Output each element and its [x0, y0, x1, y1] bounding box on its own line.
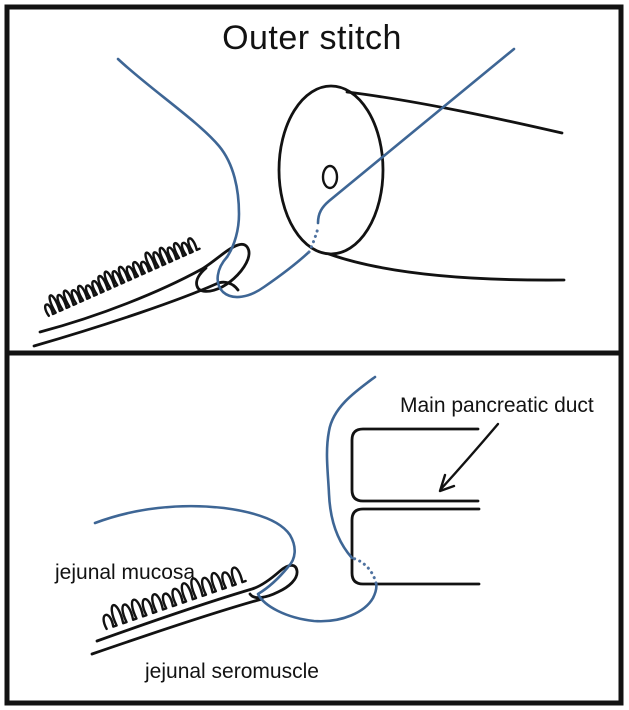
duct-arrow	[438, 422, 500, 493]
mucosa-zigzag-bottom	[102, 566, 247, 631]
pancreas-upper-lobe	[350, 427, 480, 503]
suture-wrap-segment	[93, 504, 378, 623]
suture-descending-segment	[116, 57, 241, 259]
jejunal-wall-outer-top	[32, 280, 240, 348]
jejunal-wall-inner-bottom	[95, 563, 299, 643]
jejunal-mucosa-label: jejunal mucosa	[54, 561, 195, 584]
jejunum-bottom	[90, 563, 299, 656]
suture-thread-top	[116, 47, 516, 299]
pancreas-lower-lobe	[350, 507, 481, 586]
top-panel: Outer stitch	[32, 19, 566, 348]
jejunum-top	[32, 237, 251, 348]
bottom-panel-frame	[4, 350, 624, 706]
jejunal-wall-outer-bottom	[90, 597, 264, 656]
duct-arrow-shaft	[439, 422, 500, 491]
suture-ascending-segment	[325, 375, 377, 560]
jejunal-wall-inner-top	[38, 242, 251, 334]
suture-hidden-dotted-segment	[307, 226, 320, 254]
panel-title: Outer stitch	[222, 19, 402, 57]
pancreas-body-top-outline	[345, 90, 564, 135]
top-panel-frame	[4, 4, 624, 356]
mucosa-zigzag-top	[44, 237, 201, 318]
suture-thread-bottom	[93, 375, 378, 623]
pancreatic-duct-opening	[321, 164, 339, 190]
main-pancreatic-duct-label: Main pancreatic duct	[400, 394, 594, 417]
suture-exit-segment	[316, 47, 516, 225]
pancreas-side-view	[350, 427, 481, 586]
pancreas-stump	[277, 84, 566, 282]
bottom-panel: Main pancreatic duct jejunal mucosa jeju…	[54, 375, 594, 683]
suture-underloop-segment	[216, 250, 311, 299]
pancreas-body-bottom-outline	[327, 252, 566, 282]
jejunal-seromuscle-label: jejunal seromuscle	[144, 660, 319, 683]
suture-hidden-dotted-segment-bottom	[350, 556, 378, 585]
duct-arrow-head	[438, 473, 456, 493]
